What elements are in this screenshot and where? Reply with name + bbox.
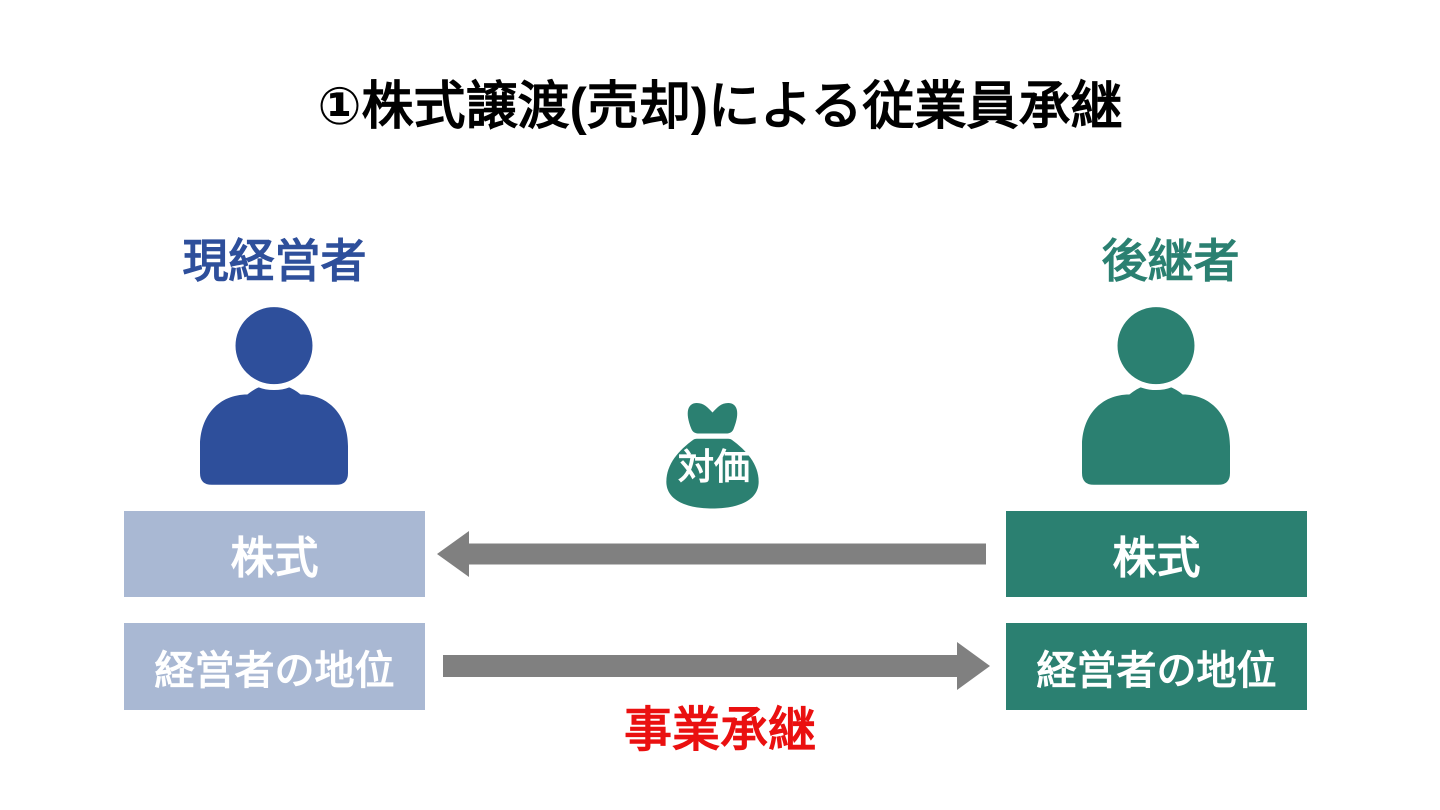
- successor-position-box: 経営者の地位: [1006, 623, 1307, 710]
- business-succession-caption: 事業承継: [623, 704, 816, 757]
- consideration-label: 対価: [677, 446, 750, 487]
- owner-position-box: 経営者の地位: [124, 623, 425, 710]
- successor-stock-box: 株式: [1006, 511, 1307, 597]
- page-title: ①株式譲渡(売却)による従業員承継: [317, 78, 1123, 136]
- money-bag-icon: [660, 402, 765, 509]
- current-owner-label: 現経営者: [182, 235, 367, 287]
- stock-transfer-left-arrow: [437, 531, 986, 577]
- successor-person-icon: [1082, 304, 1230, 485]
- successor-label: 後継者: [1101, 235, 1240, 287]
- current-owner-person-icon: [200, 304, 348, 485]
- position-transfer-right-arrow: [443, 642, 990, 690]
- owner-stock-box: 株式: [124, 511, 425, 597]
